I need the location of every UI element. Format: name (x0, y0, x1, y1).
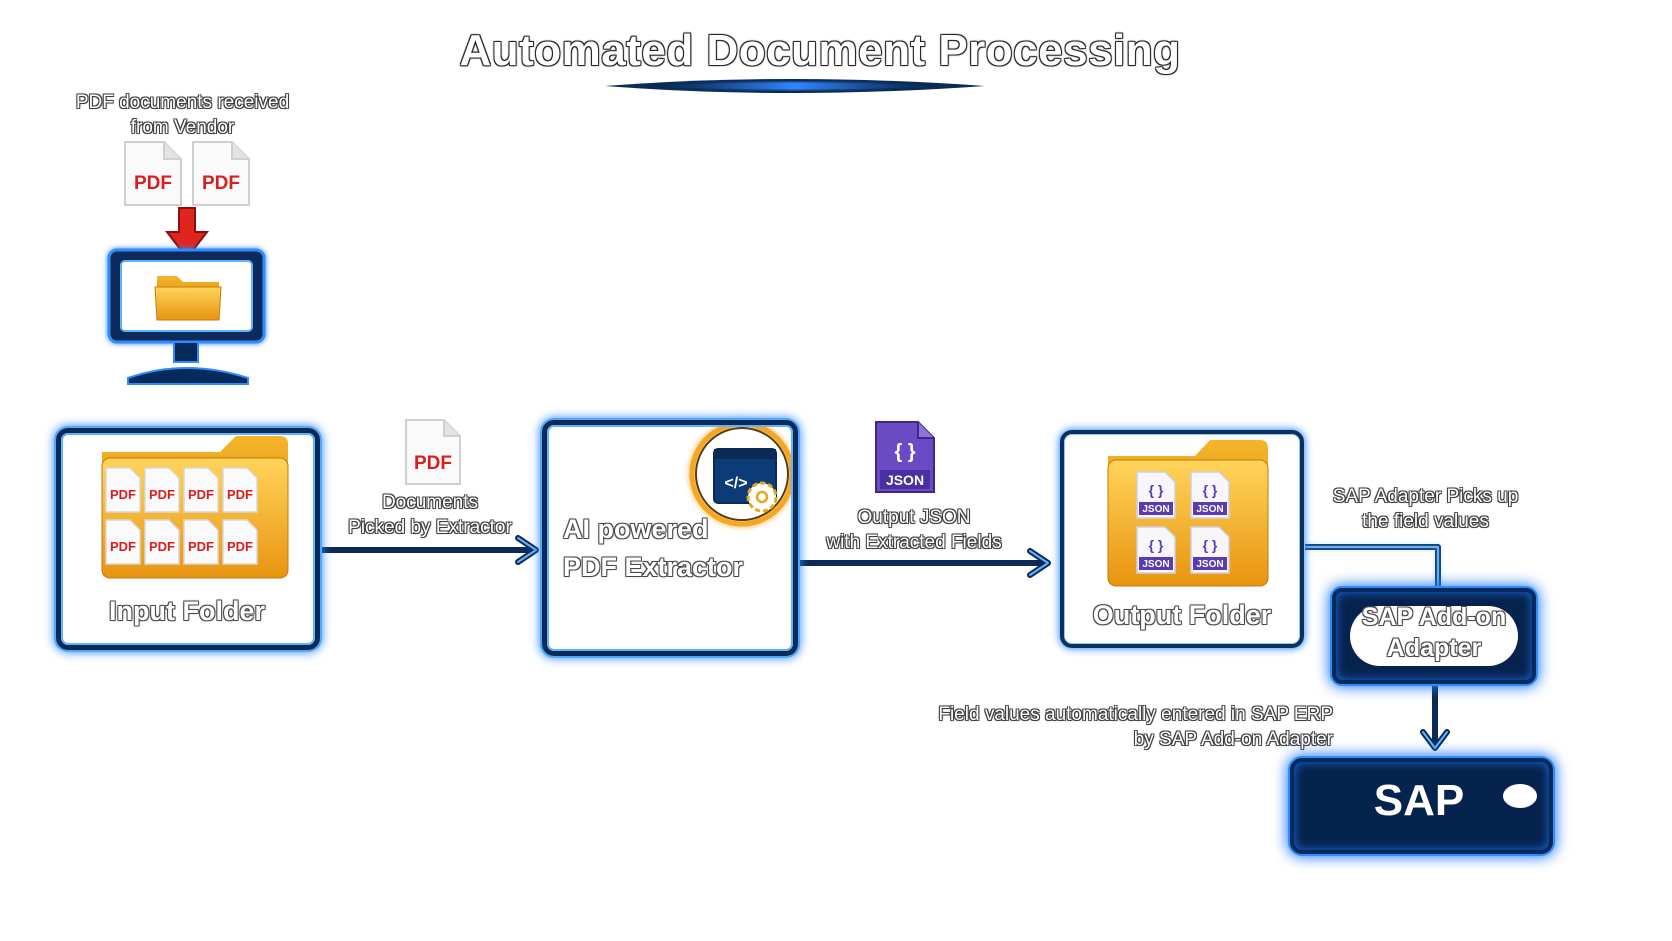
brace-symbol: { } (1149, 482, 1164, 498)
sap-box[interactable] (1290, 758, 1553, 854)
pdf-file-icon: PDF (105, 467, 141, 513)
vendor-caption-line1: PDF documents received (75, 92, 290, 113)
step1-caption: Documents Picked by Extractor (330, 490, 530, 540)
extractor-label-line2: PDF Extractor (563, 552, 744, 582)
input-pdf-grid: PDF PDF PDF PDF PDF PDF PDF PDF (105, 467, 258, 565)
adapter-box[interactable] (1332, 588, 1536, 684)
step3-caption-line2: the field values (1362, 511, 1489, 532)
output-folder-label: Output Folder (1092, 600, 1272, 630)
pdf-file-icon: PDF (192, 141, 250, 206)
pdf-file-icon: PDF (124, 141, 182, 206)
sap-highlight (1503, 784, 1537, 808)
pdf-file-icon: PDF (183, 519, 219, 565)
step3-caption: SAP Adapter Picks up the field values (1318, 484, 1533, 534)
vendor-caption-line2: from Vendor (130, 117, 235, 138)
pdf-label: PDF (227, 487, 253, 502)
output-json-grid: { } JSON { } JSON { } JSON { } JSON (1136, 471, 1230, 574)
pdf-label: PDF (188, 539, 214, 554)
brace-symbol: { } (1149, 537, 1164, 553)
input-folder-label: Input Folder (109, 596, 265, 626)
down-arrow-icon (164, 207, 210, 260)
arrow-extractor-to-output (795, 548, 1051, 578)
pdf-label: PDF (110, 539, 136, 554)
step2-caption-line2: with Extracted Fields (826, 532, 1002, 553)
pdf-file-icon: PDF (405, 419, 461, 485)
gear-icon (746, 481, 778, 513)
pdf-label: PDF (149, 539, 175, 554)
adapter-label-line2: Adapter (1386, 634, 1482, 662)
arrow-adapter-to-sap (1420, 679, 1450, 751)
step4-caption: Field values automatically entered in SA… (895, 702, 1333, 752)
step4-caption-line1: Field values automatically entered in SA… (938, 704, 1333, 725)
brace-symbol: { } (894, 441, 915, 463)
step2-caption: Output JSON with Extracted Fields (808, 505, 1020, 555)
folder-icon (154, 276, 222, 321)
connectors (317, 535, 1450, 751)
pdf-file-icon: PDF (222, 467, 258, 513)
output-folder-box[interactable] (1060, 430, 1304, 648)
adapter-label-backdrop (1350, 606, 1518, 666)
code-symbol: </> (724, 475, 747, 492)
step3-caption-line1: SAP Adapter Picks up (1332, 486, 1519, 507)
arrow-input-to-extractor (317, 535, 539, 565)
output-folder-icon: { } JSON { } JSON { } JSON { } JSON (1107, 440, 1269, 587)
title-underline (605, 79, 985, 93)
step1-caption-line1: Documents (381, 492, 479, 513)
input-folder-box[interactable] (56, 428, 320, 650)
json-label: JSON (1142, 559, 1169, 570)
pdf-label: PDF (110, 487, 136, 502)
pdf-label: PDF (202, 173, 240, 194)
json-file-icon: { } JSON (1136, 526, 1176, 574)
sap-label: SAP (1373, 776, 1465, 825)
extractor-label-line1: AI powered (563, 514, 709, 544)
monitor-icon (107, 248, 266, 385)
brace-symbol: { } (1203, 482, 1218, 498)
json-file-icon: { } JSON (875, 421, 935, 493)
json-label: JSON (886, 472, 924, 488)
pdf-label: PDF (188, 487, 214, 502)
pdf-file-icon: PDF (222, 519, 258, 565)
step1-caption-line2: Picked by Extractor (348, 517, 512, 538)
json-label: JSON (1196, 559, 1223, 570)
json-file-icon: { } JSON (1190, 526, 1230, 574)
pdf-file-icon: PDF (144, 519, 180, 565)
pdf-file-icon: PDF (144, 467, 180, 513)
pdf-label: PDF (227, 539, 253, 554)
brace-symbol: { } (1203, 537, 1218, 553)
page-title: Automated Document Processing (459, 26, 1181, 75)
json-label: JSON (1142, 504, 1169, 515)
step4-caption-line2: by SAP Add-on Adapter (1133, 729, 1333, 750)
step2-caption-line1: Output JSON (857, 507, 971, 528)
adapter-label: SAP Add-on Adapter (1336, 602, 1532, 664)
connector-output-to-adapter (1302, 544, 1441, 591)
json-file-icon: { } JSON (1190, 471, 1230, 519)
json-file-icon: { } JSON (1136, 471, 1176, 519)
pdf-label: PDF (414, 453, 452, 474)
input-folder-icon: PDF PDF PDF PDF PDF PDF PDF PDF (101, 436, 289, 579)
extractor-label: AI powered PDF Extractor (563, 510, 783, 586)
pdf-label: PDF (134, 173, 172, 194)
json-label: JSON (1196, 504, 1223, 515)
adapter-label-line1: SAP Add-on (1361, 603, 1507, 631)
vendor-pdf-files: PDF PDF (124, 141, 250, 206)
vendor-caption: PDF documents received from Vendor (60, 90, 305, 140)
pdf-file-icon: PDF (105, 519, 141, 565)
pdf-label: PDF (149, 487, 175, 502)
pdf-file-icon: PDF (183, 467, 219, 513)
extractor-box[interactable] (542, 420, 798, 656)
